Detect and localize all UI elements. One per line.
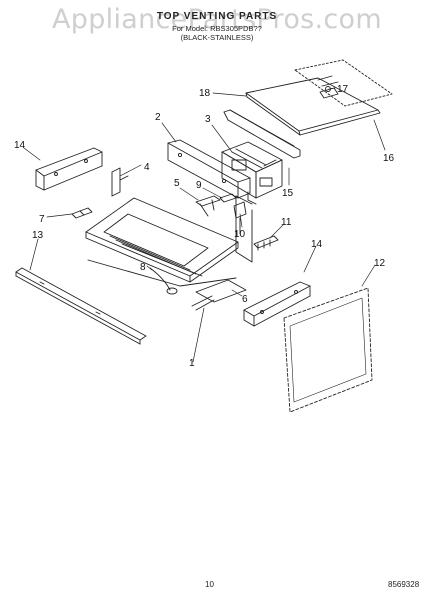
callout-label: 5 [174,178,180,189]
part-7-clip [71,207,93,219]
callout-label: 10 [234,229,246,240]
part-13-strip [15,267,147,345]
part-4-clip [111,167,129,197]
callout-label: 2 [155,112,161,123]
document-code: 8569328 [388,580,420,589]
callout-label: 17 [337,84,349,95]
part-14-side-bracket-left [35,147,103,191]
callout-label: 11 [281,217,292,228]
model-line: For Model: RBS305PDB?? [172,24,262,33]
callout-label: 15 [282,188,294,199]
part-14-side-bracket-right [243,281,311,327]
part-16-vent-cover [294,59,393,107]
part-3-blower-assembly [221,141,283,205]
part-2-bracket [167,139,251,199]
part-10-switch [233,201,247,235]
part-12-rear-panel [283,287,373,413]
part-15-rail [223,109,301,159]
part-1-rod [191,295,215,311]
callout-label: 1 [189,358,195,369]
part-18-vent-panel [245,77,381,136]
watermark: AppliancePartsPros.com [52,4,382,35]
part-8-wire-harness [149,267,178,295]
callout-label: 13 [32,230,44,241]
oven-top-duct-assembly [85,195,253,287]
part-5-connector [195,195,221,217]
callout-labels: 1 2 3 4 5 6 7 8 9 10 11 12 13 14 14 15 1… [14,84,395,369]
callout-label: 3 [205,114,211,125]
diagram-title: TOP VENTING PARTS [156,11,278,22]
callout-label: 8 [140,262,146,273]
part-11-terminal-strip [253,235,279,251]
callout-label: 4 [144,162,150,173]
color-line: (BLACK-STAINLESS) [180,33,254,42]
callout-label: 14 [311,239,323,250]
callout-label: 12 [374,258,386,269]
callout-label: 9 [196,180,202,191]
callout-label: 14 [14,140,26,151]
leader-lines [23,87,386,363]
callout-label: 18 [199,88,211,99]
part-6-lower-bracket [195,279,247,303]
page-number: 10 [205,580,214,589]
callout-label: 7 [39,214,45,225]
callout-label: 16 [383,153,395,164]
callout-label: 6 [242,294,248,305]
part-9-terminal [219,193,237,203]
